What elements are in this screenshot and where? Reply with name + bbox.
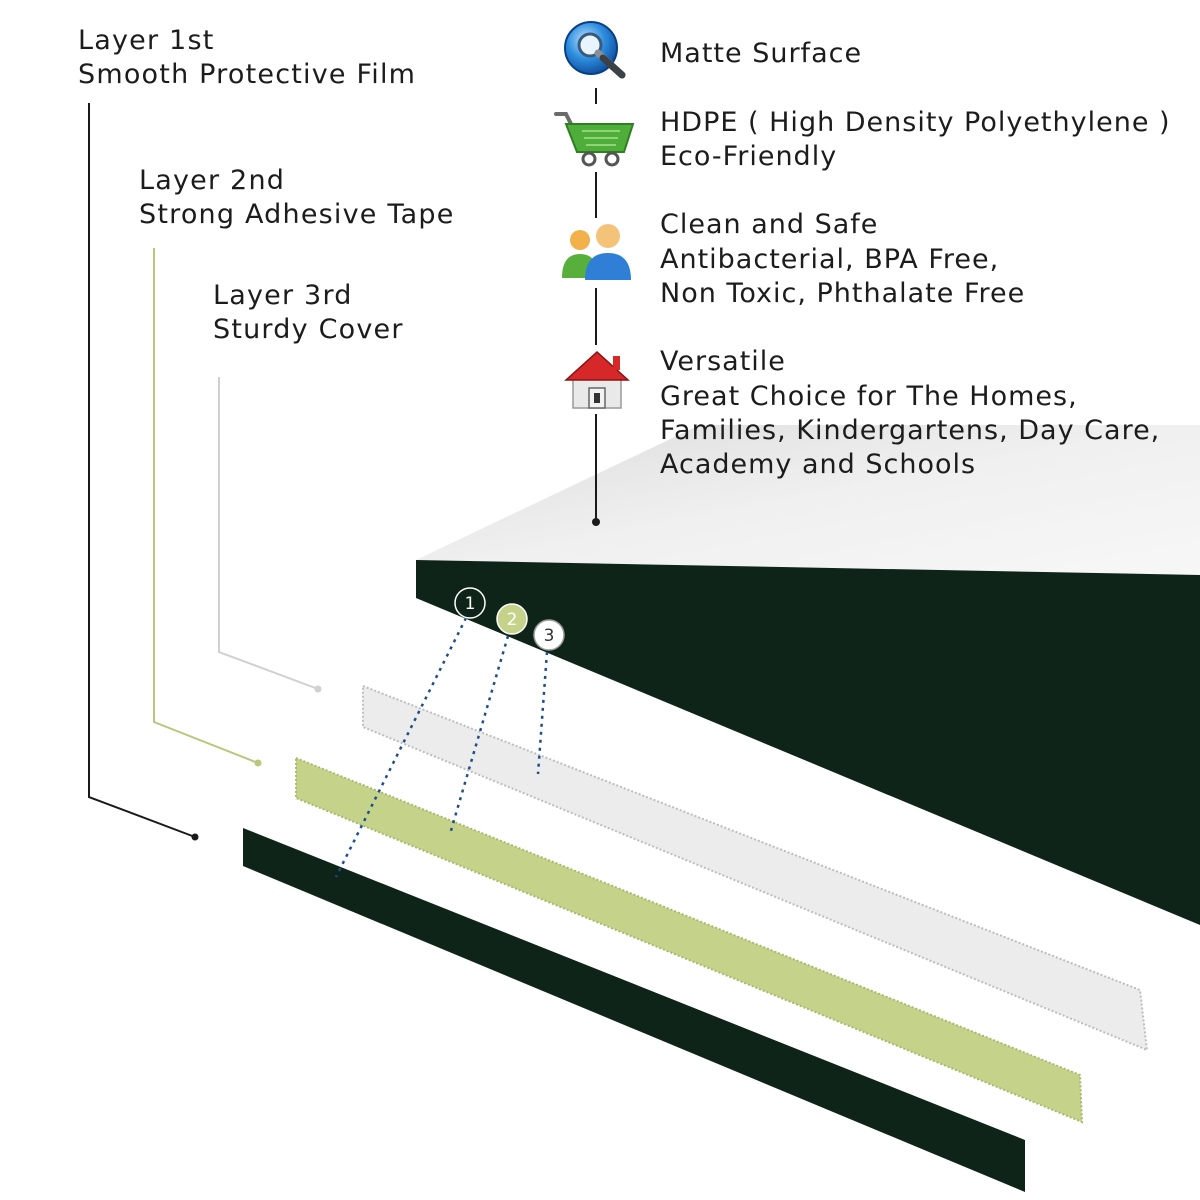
feature-versatile-line-4: Academy and Schools (660, 449, 976, 480)
spine-end-dot (592, 518, 600, 526)
layer-3-strip (362, 684, 1149, 1052)
people-icon (562, 224, 631, 280)
layer-badge-2: 2 (496, 603, 528, 635)
feature-versatile-line-3: Families, Kindergartens, Day Care, (660, 415, 1160, 446)
dotted-connectors (334, 617, 549, 878)
feature-hdpe-line-2: Eco-Friendly (660, 141, 837, 172)
leader-dot-1 (191, 833, 199, 841)
layer-badge-2-number: 2 (507, 610, 518, 630)
house-icon (564, 350, 630, 409)
layer-1-strip (243, 828, 1025, 1192)
feature-versatile-line-1: Versatile (660, 346, 786, 377)
feature-safe-line-3: Non Toxic, Phthalate Free (660, 278, 1025, 309)
layer-badges: 1 2 3 (454, 587, 565, 651)
feature-matte-line-1: Matte Surface (660, 38, 862, 69)
leader-line-3 (218, 377, 319, 690)
leader-dot-3 (314, 685, 322, 693)
leader-dot-2 (254, 759, 262, 767)
leader-lines (88, 103, 322, 841)
connector-1 (334, 617, 468, 878)
feature-versatile-line-2: Great Choice for The Homes, (660, 381, 1078, 412)
leader-line-1 (88, 103, 196, 838)
leader-line-2 (153, 248, 259, 764)
feature-texts: Matte Surface HDPE ( High Density Polyet… (660, 38, 1171, 480)
feature-safe-line-1: Clean and Safe (660, 209, 878, 240)
board (416, 425, 1200, 925)
layer-2-strip (295, 756, 1084, 1124)
layer-strips (243, 684, 1149, 1192)
layer-2-name: Strong Adhesive Tape (139, 199, 455, 230)
shopping-cart-icon (554, 112, 635, 167)
layer-1-name: Smooth Protective Film (78, 59, 416, 90)
layer-3-name: Sturdy Cover (213, 314, 404, 345)
board-edge (416, 560, 1200, 925)
layer-badge-3-number: 3 (544, 626, 555, 646)
layer-1-title: Layer 1st (78, 25, 215, 56)
layer-badge-1: 1 (454, 587, 486, 619)
layer-badge-1-number: 1 (465, 594, 476, 614)
magnifier-icon (564, 21, 626, 79)
board-top-surface (416, 425, 1200, 575)
connector-2 (448, 635, 510, 835)
feature-safe-line-2: Antibacterial, BPA Free, (660, 244, 999, 275)
layer-labels: Layer 1st Smooth Protective Film Layer 2… (78, 25, 455, 345)
layer-2-title: Layer 2nd (139, 165, 285, 196)
layer-badge-3: 3 (533, 619, 565, 651)
feature-hdpe-line-1: HDPE ( High Density Polyethylene ) (660, 107, 1171, 138)
layer-3-title: Layer 3rd (213, 280, 353, 311)
